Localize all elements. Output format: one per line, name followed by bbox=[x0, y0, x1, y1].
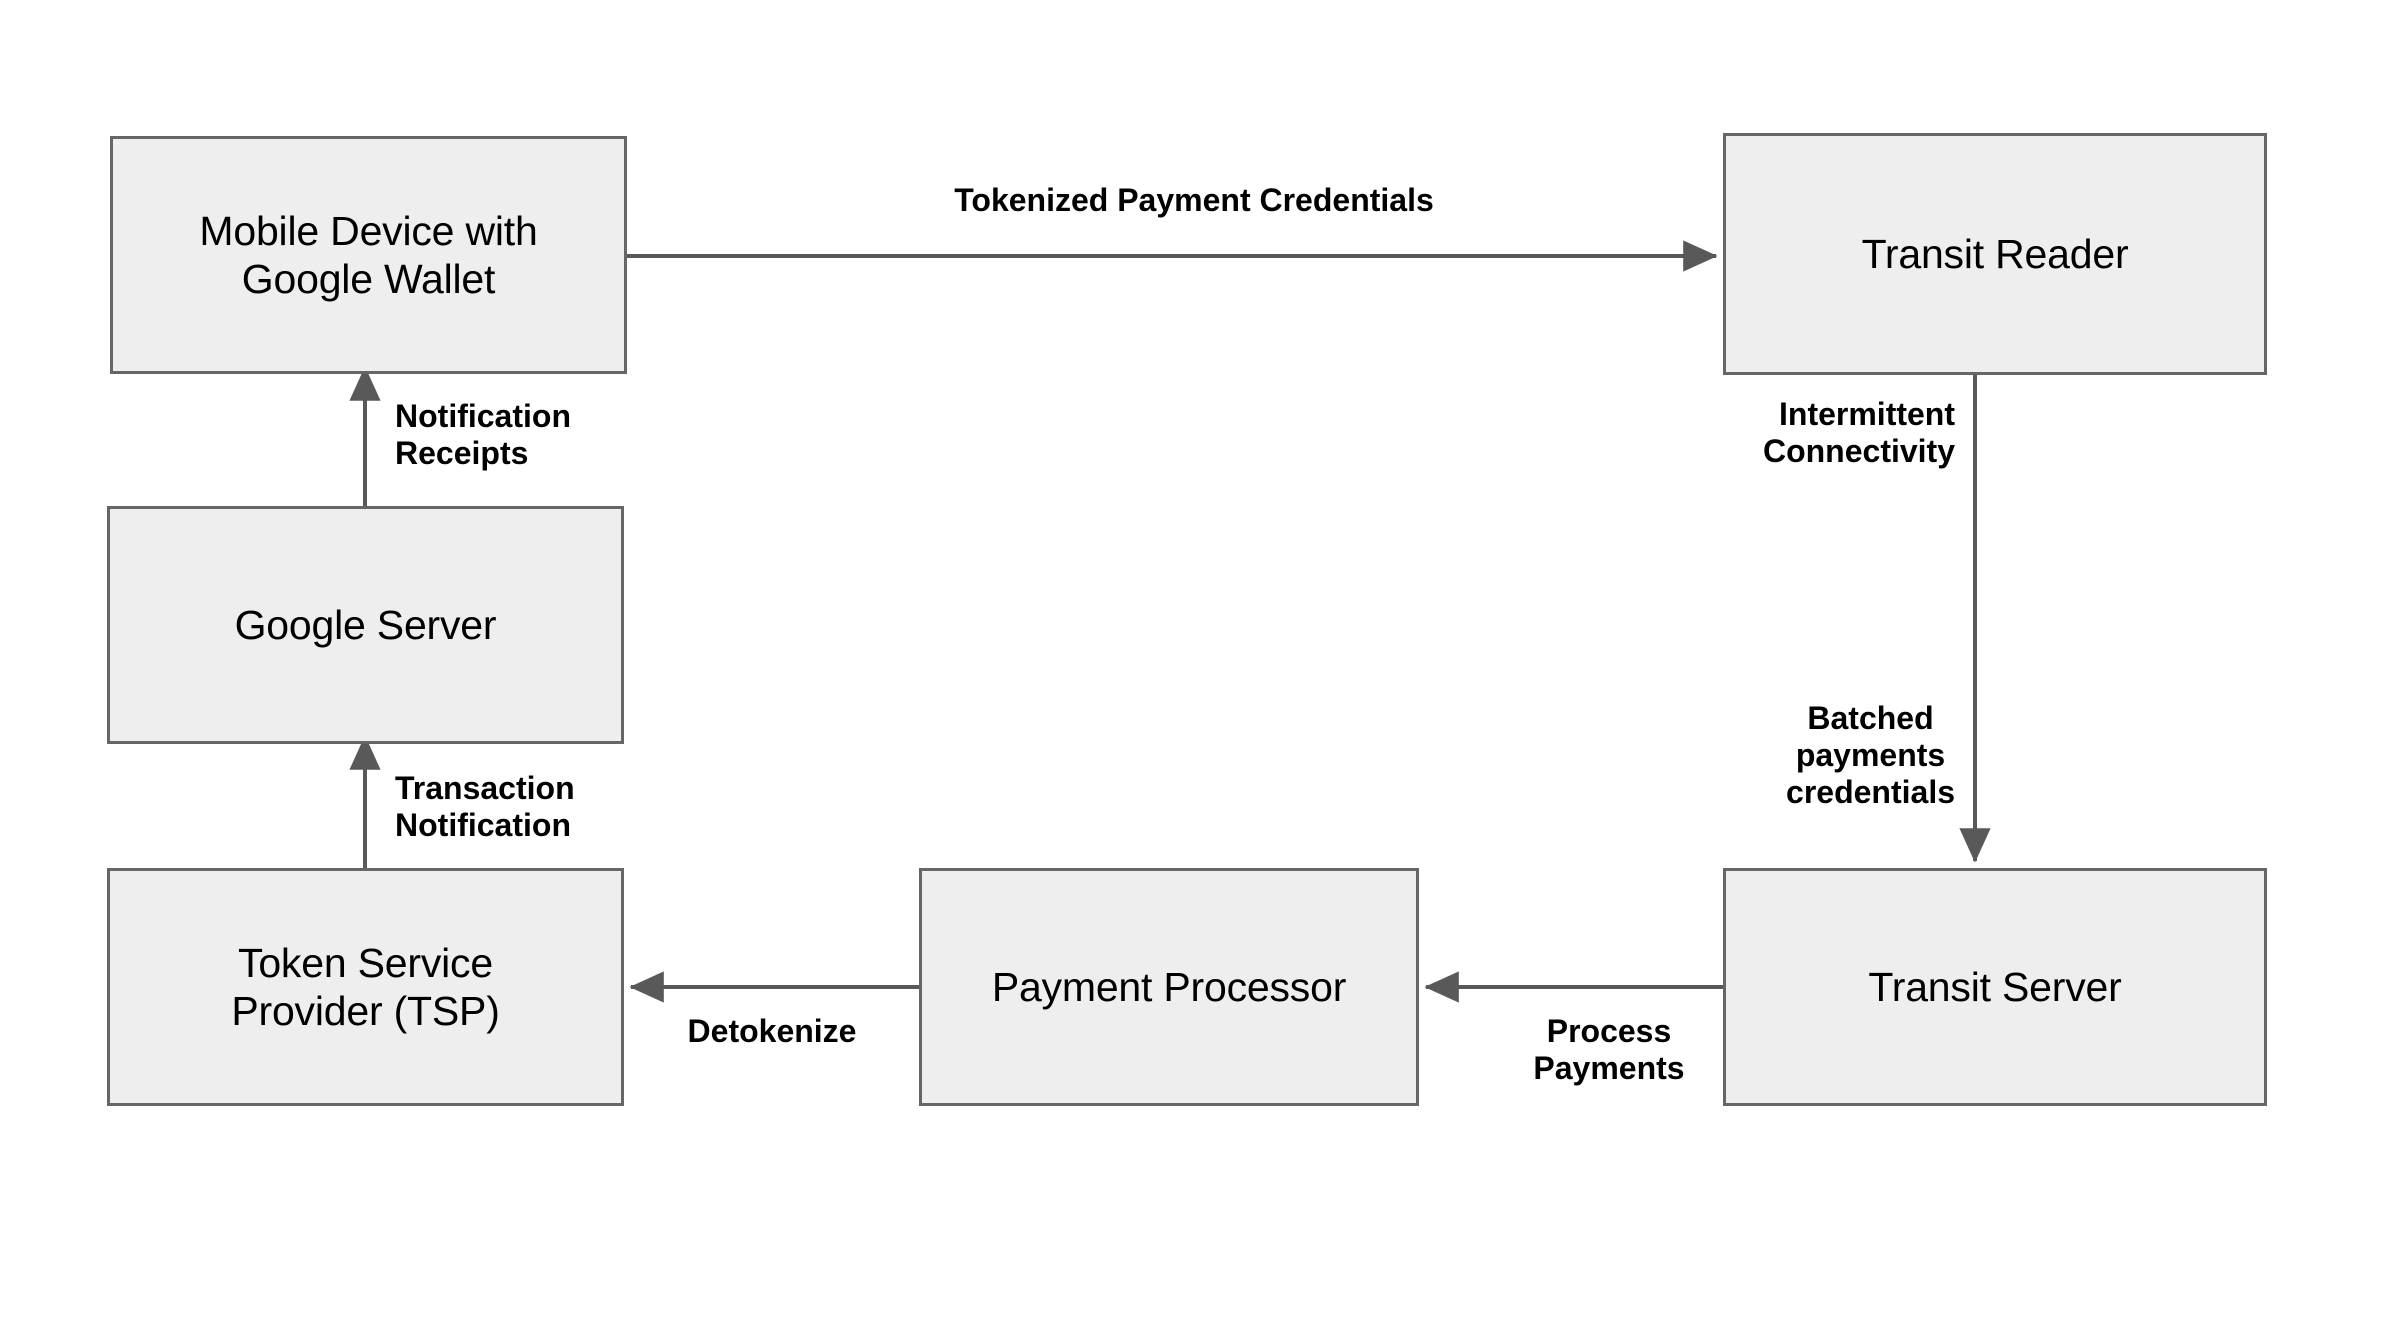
node-google-server[interactable]: Google Server bbox=[107, 506, 624, 744]
node-payment-processor-label: Payment Processor bbox=[991, 963, 1347, 1010]
edge-label-batched-payments-credentials: Batched payments credentials bbox=[1786, 700, 1955, 810]
edge-label-tokenized-payment-credentials: Tokenized Payment Credentials bbox=[954, 182, 1434, 218]
edge-label-transaction-notification: Transaction Notification bbox=[395, 770, 575, 843]
node-token-service-provider[interactable]: Token Service Provider (TSP) bbox=[107, 868, 624, 1106]
edge-label-detokenize: Detokenize bbox=[687, 1013, 857, 1049]
edge-label-notification-receipts: Notification Receipts bbox=[395, 398, 571, 471]
edge-label-intermittent-connectivity: Intermittent Connectivity bbox=[1762, 396, 1955, 469]
node-transit-reader-label: Transit Reader bbox=[1861, 230, 2129, 277]
node-transit-server-label: Transit Server bbox=[1868, 963, 2122, 1010]
node-mobile-device-label: Mobile Device with Google Wallet bbox=[199, 207, 538, 302]
edge-label-process-payments: Process Payments bbox=[1533, 1013, 1685, 1086]
node-google-server-label: Google Server bbox=[234, 601, 497, 648]
node-token-service-provider-label: Token Service Provider (TSP) bbox=[231, 939, 500, 1034]
node-transit-reader[interactable]: Transit Reader bbox=[1723, 133, 2267, 375]
node-payment-processor[interactable]: Payment Processor bbox=[919, 868, 1419, 1106]
node-transit-server[interactable]: Transit Server bbox=[1723, 868, 2267, 1106]
node-mobile-device[interactable]: Mobile Device with Google Wallet bbox=[110, 136, 627, 374]
